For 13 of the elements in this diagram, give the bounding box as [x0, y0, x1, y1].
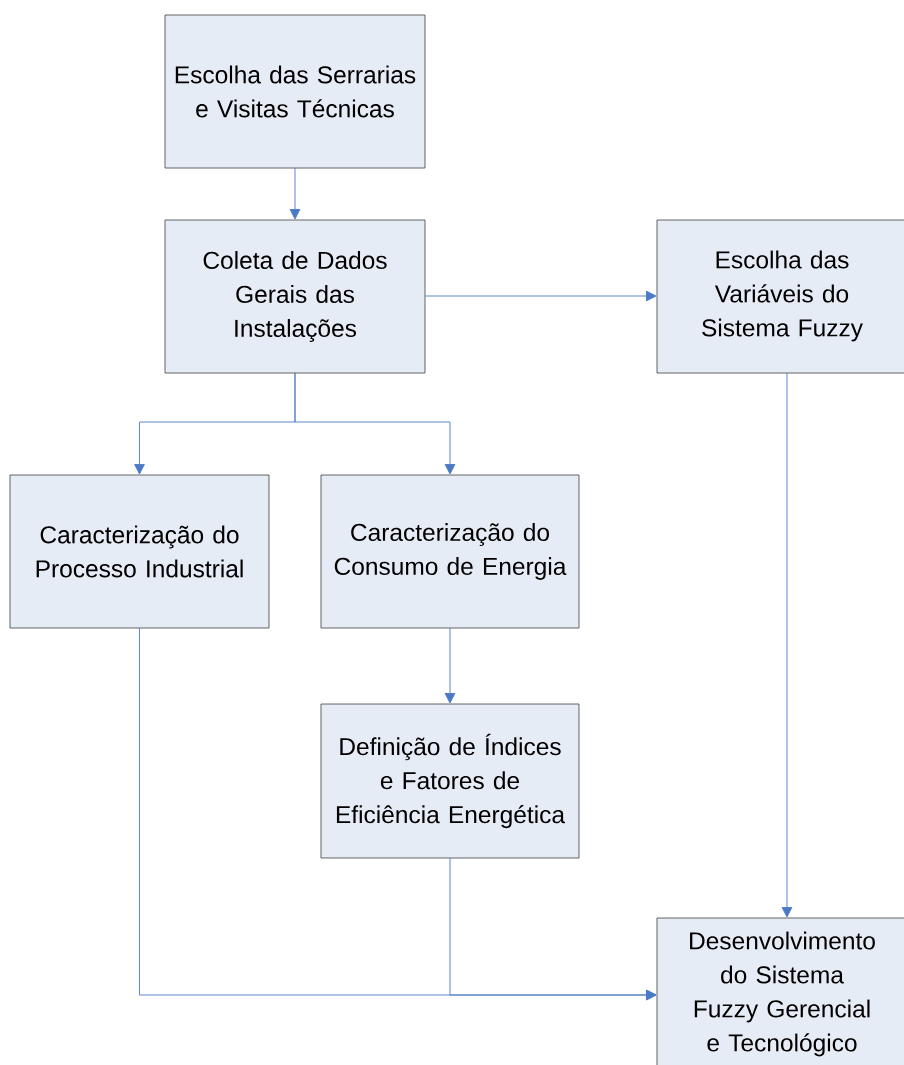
process-box: Desenvolvimento do Sistema Fuzzy Gerencial e Tecnológico: [656, 917, 904, 1065]
process-box: Caracterização do Processo Industrial: [9, 474, 270, 629]
arrow: [424, 290, 657, 302]
process-box: Escolha das Variáveis do Sistema Fuzzy: [656, 219, 904, 374]
arrow: [289, 167, 301, 220]
process-box: Coleta de Dados Gerais das Instalações: [164, 219, 426, 374]
arrow: [294, 372, 456, 475]
arrow: [449, 857, 657, 1001]
process-box: Escolha das Serrarias e Visitas Técnicas: [164, 14, 426, 169]
process-box: Definição de Índices e Fatores de Eficiência Energética: [320, 703, 580, 859]
process-box: Caracterização do Consumo de Energia: [320, 474, 580, 629]
arrow: [781, 372, 793, 918]
arrow: [444, 627, 456, 704]
